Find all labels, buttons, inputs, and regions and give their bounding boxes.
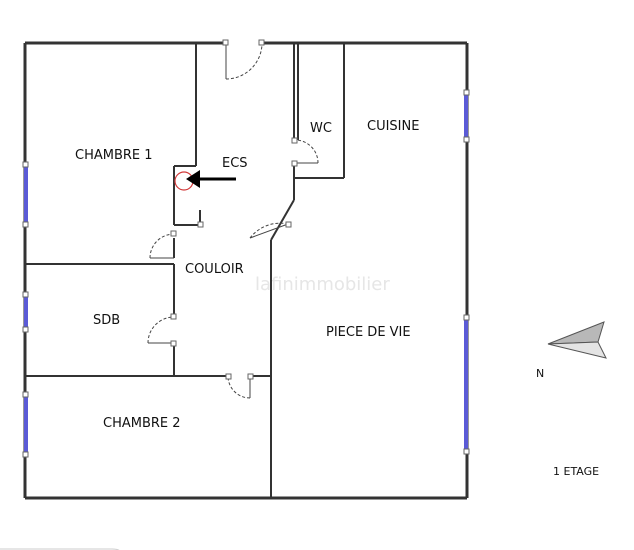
- window-endpoints: [22, 89, 470, 458]
- doors: [147, 42, 319, 399]
- interior-walls: [25, 43, 345, 498]
- hinges: [170, 39, 298, 380]
- floor-label: 1 ETAGE: [553, 465, 599, 478]
- room-label-cuisine: CUISINE: [367, 119, 419, 134]
- room-label-piece-de-vie: PIECE DE VIE: [326, 325, 411, 340]
- watermark: lafinimmobilier: [255, 274, 390, 295]
- room-label-ecs: ECS: [222, 156, 248, 171]
- compass-north-label: N: [536, 367, 544, 380]
- room-label-chambre1: CHAMBRE 1: [75, 148, 153, 163]
- room-label-couloir: COULOIR: [185, 262, 244, 277]
- outer-walls: [23, 41, 469, 500]
- room-label-wc: WC: [310, 121, 332, 136]
- ecs-arrow-head-icon: [186, 170, 200, 188]
- room-label-sdb: SDB: [93, 313, 120, 328]
- room-label-chambre2: CHAMBRE 2: [103, 416, 181, 431]
- compass-icon: [547, 321, 607, 359]
- windows: [24, 93, 468, 455]
